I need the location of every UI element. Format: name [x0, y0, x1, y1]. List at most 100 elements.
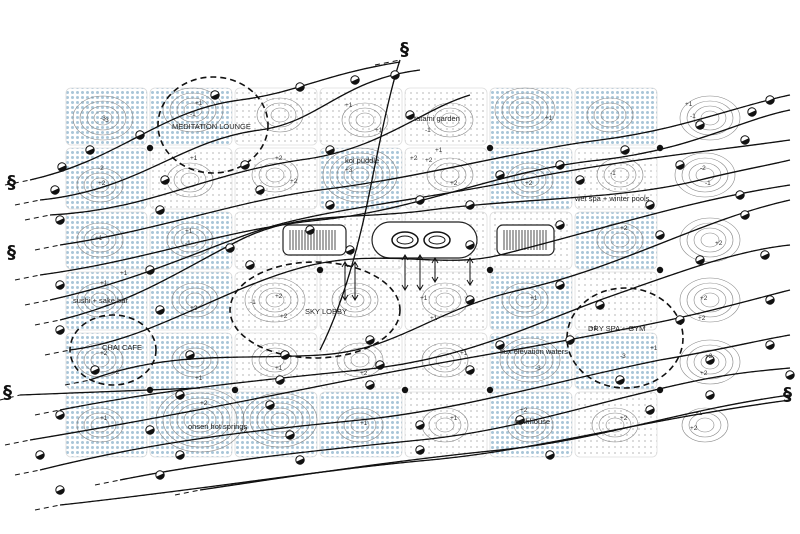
tile [319, 332, 403, 390]
arrow-head-up [351, 261, 359, 268]
elevator-cores [282, 221, 555, 259]
contour-value: +1 [430, 315, 438, 322]
contour-ring [183, 407, 217, 433]
tile [489, 87, 573, 146]
contour-value: +1 [360, 420, 368, 427]
contour-ring [322, 147, 398, 203]
contour-ring [700, 232, 720, 248]
contour-ring [610, 232, 630, 248]
contour-value: +2 [360, 370, 368, 377]
contour-value: +1 [650, 345, 658, 352]
flow-end-symbol-icon: § [7, 172, 16, 193]
flow-end-markers: § § § § § [3, 39, 792, 405]
contour-ring [249, 397, 311, 443]
contour-ring [162, 87, 224, 133]
contour-ring [499, 337, 561, 383]
flow-bead-icon [365, 380, 375, 390]
flow-bead-icon [495, 340, 505, 350]
flow-bead-icon [365, 335, 375, 345]
contour-ring [166, 222, 214, 258]
contour-value: +2 [290, 178, 298, 185]
flow-bead-icon [465, 295, 475, 305]
contour-value: +3 [345, 167, 353, 174]
contour-ring [258, 347, 292, 373]
contour-ring [679, 339, 741, 385]
flow-end-symbol-icon: § [783, 384, 792, 405]
tile [404, 332, 488, 390]
contour-ring [506, 162, 554, 198]
contour-ring [244, 277, 306, 323]
flow-bead-icon [295, 455, 305, 465]
flow-bead-icon [765, 295, 775, 305]
tile [404, 391, 488, 458]
arrow-head-down [466, 279, 474, 286]
contour-value: +1 [685, 101, 693, 108]
flow-bead-icon [85, 145, 95, 155]
contour-ring [90, 352, 110, 368]
contour-ring [700, 110, 720, 126]
contour-value: -3 [100, 115, 106, 122]
flow-end-symbol-icon: § [7, 242, 16, 263]
contour-value: +1 [530, 295, 538, 302]
contour-lines [72, 87, 741, 453]
contour-value: +1 [190, 155, 198, 162]
sky-lobby-zone [229, 261, 401, 359]
flow-line-dashed [0, 387, 201, 401]
contour-value: -1 [610, 170, 616, 177]
contour-ring [180, 232, 200, 248]
contour-ring [350, 352, 370, 368]
contour-ring [263, 407, 297, 433]
contour-ring [343, 347, 377, 373]
flow-bead-icon [175, 390, 185, 400]
flow-bead-icon [155, 470, 165, 480]
contour-value: +2 [200, 400, 208, 407]
flow-bead-icon [675, 315, 685, 325]
contour-value: +2 [280, 313, 288, 320]
flow-bead-icon [645, 405, 655, 415]
flow-line-dashed [4, 289, 791, 446]
contour-value: -3 [620, 353, 626, 360]
flow-line-dashed [4, 61, 401, 186]
contour-ring [435, 417, 455, 433]
flow-bead-icon [705, 390, 715, 400]
contour-value: +2 [425, 157, 433, 164]
contour-ring [508, 287, 542, 313]
flow-bead-icon [325, 200, 335, 210]
contour-ring [506, 342, 554, 378]
flow-bead-icon [55, 485, 65, 495]
flow-bead-icon [160, 175, 170, 185]
contour-value: +2 [410, 155, 418, 162]
contour-ring [515, 102, 535, 118]
contour-ring [350, 417, 370, 433]
flow-bead-icon [185, 350, 195, 360]
pod-left-inner [396, 235, 414, 245]
contour-ring [433, 162, 467, 188]
contour-value: +1 [275, 365, 283, 372]
grid-node [486, 144, 494, 152]
contour-value: +2 [700, 295, 708, 302]
contour-value: -2 [700, 165, 706, 172]
contour-value: -2 [98, 165, 104, 172]
arrow-head-down [416, 284, 424, 291]
contour-ring [433, 107, 467, 133]
contour-ring [183, 102, 203, 118]
contour-value: +1 [100, 415, 108, 422]
contour-ring [258, 287, 292, 313]
tile [65, 87, 148, 146]
contour-ring [593, 102, 627, 128]
tile [574, 87, 658, 146]
contour-ring [435, 292, 455, 308]
label-onsen: onsen hot springs [188, 422, 247, 431]
contour-ring [700, 292, 720, 308]
flow-bead-icon [415, 195, 425, 205]
flow-bead-icon [155, 205, 165, 215]
contour-ring [598, 412, 632, 438]
contour-ring [428, 347, 462, 373]
contour-ring [329, 152, 391, 198]
flow-line-dashed [14, 109, 791, 281]
contour-ring [263, 102, 297, 128]
contour-value: -1 [250, 299, 256, 306]
contour-ring [83, 347, 117, 373]
contour-value: -1 [705, 180, 711, 187]
contour-ring [700, 354, 720, 370]
